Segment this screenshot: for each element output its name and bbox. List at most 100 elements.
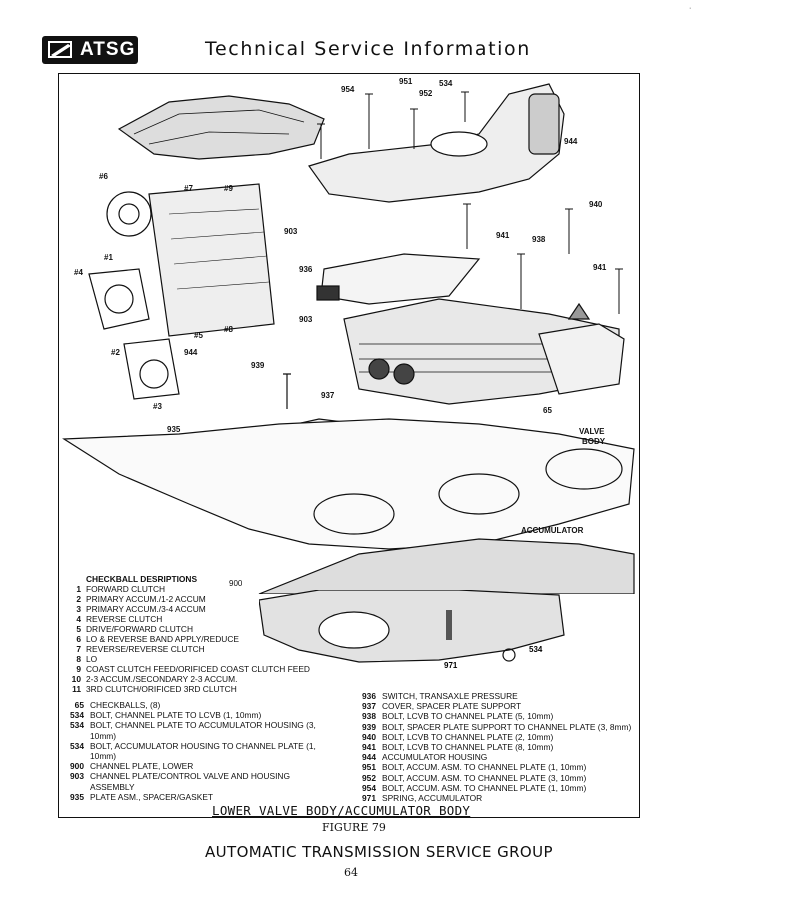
- lower-channel-plate-900: 971 534: [259, 590, 565, 670]
- corner-mark: ·: [689, 5, 692, 12]
- label-903-mid: 903: [299, 315, 313, 324]
- checkball-text: 2-3 ACCUM./SECONDARY 2-3 ACCUM.: [86, 674, 238, 684]
- checkball-text: REVERSE CLUTCH: [86, 614, 163, 624]
- checkball-text: REVERSE/REVERSE CLUTCH: [86, 644, 205, 654]
- legend-right-row: 971 SPRING, ACCUMULATOR: [352, 793, 631, 803]
- legend-right-row: 939 BOLT, SPACER PLATE SUPPORT TO CHANNEL…: [352, 722, 631, 732]
- checkball-number: 2: [76, 594, 81, 604]
- label-valve: VALVE: [579, 427, 605, 436]
- legend-left-text: CHANNEL PLATE, LOWER: [90, 761, 194, 772]
- legend-left-number: 534: [70, 740, 84, 751]
- label-952: 952: [419, 89, 433, 98]
- label-940: 940: [589, 200, 603, 209]
- channel-plate-900: [258, 538, 635, 594]
- checkball-row: 10 2-3 ACCUM./SECONDARY 2-3 ACCUM.: [60, 674, 310, 684]
- spacer-gasket-935: [62, 418, 635, 550]
- checkball-row: 3 PRIMARY ACCUM./3-4 ACCUM: [60, 604, 310, 614]
- label-944-left: 944: [184, 348, 198, 357]
- legend-left-text: CHANNEL PLATE/CONTROL VALVE AND HOUSING …: [90, 771, 290, 792]
- figure-caption: LOWER VALVE BODY/ACCUMULATOR BODY: [212, 803, 470, 818]
- figure-frame: [58, 73, 640, 818]
- page-number: 64: [344, 866, 358, 879]
- legend-left-text: PLATE ASM., SPACER/GASKET: [90, 791, 214, 802]
- checkball-number: 8: [76, 654, 81, 664]
- checkball-text: PRIMARY ACCUM./1-2 ACCUM: [86, 594, 206, 604]
- label-903-left: 903: [284, 227, 298, 236]
- legend-left-text: BOLT, CHANNEL PLATE TO LCVB (1, 10mm): [90, 710, 262, 721]
- legend-right-number: 954: [362, 782, 376, 793]
- bolts-right: [463, 203, 623, 314]
- figure-number: FIGURE 79: [322, 821, 386, 834]
- legend-left-row: 900 CHANNEL PLATE, LOWER: [60, 761, 330, 771]
- legend-right-number: 940: [362, 731, 376, 742]
- label-954: 954: [341, 85, 355, 94]
- accumulator-plate-left: [88, 268, 150, 330]
- checkball-number: 5: [76, 624, 81, 634]
- legend-right-text: BOLT, ACCUM. ASM. TO CHANNEL PLATE (3, 1…: [382, 772, 587, 783]
- legend-right-row: 952 BOLT, ACCUM. ASM. TO CHANNEL PLATE (3…: [352, 773, 631, 783]
- spacer-plate-936: [320, 253, 481, 305]
- checkball-row: 2 PRIMARY ACCUM./1-2 ACCUM: [60, 594, 310, 604]
- checkball-number: 10: [71, 674, 81, 684]
- label-2: #2: [111, 348, 120, 357]
- checkball-text: PRIMARY ACCUM./3-4 ACCUM: [86, 604, 206, 614]
- legend-right-text: SPRING, ACCUMULATOR: [382, 793, 483, 804]
- legend-right-text: BOLT, ACCUM. ASM. TO CHANNEL PLATE (1, 1…: [382, 762, 587, 773]
- legend-right-text: BOLT, LCVB TO CHANNEL PLATE (2, 10mm): [382, 731, 554, 742]
- logo-text: ATSG: [80, 39, 136, 60]
- label-936: 936: [299, 265, 313, 274]
- legend-left-text: CHECKBALLS, (8): [90, 700, 161, 710]
- legend-left-number: 900: [70, 761, 84, 772]
- figure-caption-text: LOWER VALVE BODY/ACCUMULATOR BODY: [212, 803, 471, 818]
- legend-right-text: BOLT, SPACER PLATE SUPPORT TO CHANNEL PL…: [382, 721, 632, 732]
- checkball-row: 1 FORWARD CLUTCH: [60, 584, 310, 594]
- label-3: #3: [153, 402, 162, 411]
- checkball-number: 6: [76, 634, 81, 644]
- label-7: #7: [184, 184, 193, 193]
- label-971: 971: [444, 661, 458, 670]
- checkball-text: LO & REVERSE BAND APPLY/REDUCE: [86, 634, 239, 644]
- checkball-text: COAST CLUTCH FEED/ORIFICED COAST CLUTCH …: [86, 664, 310, 674]
- legend-right-number: 951: [362, 762, 376, 773]
- checkball-row: 6 LO & REVERSE BAND APPLY/REDUCE: [60, 634, 310, 644]
- label-9: #9: [224, 184, 233, 193]
- label-1: #1: [104, 253, 113, 262]
- legend-left-number: 935: [70, 791, 84, 802]
- label-941-b: 941: [593, 263, 607, 272]
- legend-right-text: BOLT, LCVB TO CHANNEL PLATE (5, 10mm): [382, 711, 554, 722]
- label-944-top: 944: [564, 137, 578, 146]
- label-937: 937: [321, 391, 335, 400]
- legend-right-number: 952: [362, 772, 376, 783]
- valve-body-top-view: [117, 95, 325, 160]
- label-534-bottom: 534: [529, 645, 543, 654]
- checkball-number: 3: [76, 604, 81, 614]
- page-title: Technical Service Information: [205, 38, 531, 60]
- label-935: 935: [167, 425, 181, 434]
- label-900: 900: [229, 579, 243, 588]
- checkball-number: 1: [76, 584, 81, 594]
- checkball-text: FORWARD CLUTCH: [86, 584, 166, 594]
- legend-right-number: 944: [362, 752, 376, 763]
- footer-title: AUTOMATIC TRANSMISSION SERVICE GROUP: [205, 843, 553, 861]
- legend-left-row: 935 PLATE ASM., SPACER/GASKET: [60, 792, 330, 802]
- legend-right-number: 939: [362, 721, 376, 732]
- label-534-top: 534: [439, 79, 453, 88]
- checkball-number: 11: [72, 684, 81, 694]
- checkball-text: LO: [86, 654, 98, 664]
- label-938: 938: [532, 235, 546, 244]
- legend-right-text: BOLT, ACCUM. ASM. TO CHANNEL PLATE (1, 1…: [382, 782, 587, 793]
- label-939: 939: [251, 361, 265, 370]
- legend-right-text: COVER, SPACER PLATE SUPPORT: [382, 701, 522, 712]
- legend-right-number: 971: [362, 793, 376, 804]
- legend-right-text: BOLT, LCVB TO CHANNEL PLATE (8, 10mm): [382, 742, 554, 753]
